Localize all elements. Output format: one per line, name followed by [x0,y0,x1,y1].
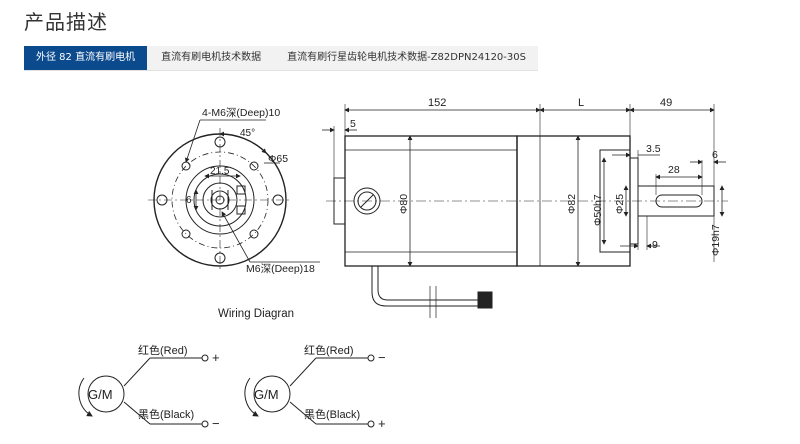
dim-5: 5 [350,118,356,130]
page-title: 产品描述 [24,10,108,34]
wiring-left-motor-label: G/M [88,387,113,402]
front-bottom-label: M6深(Deep)18 [246,263,315,275]
front-pcd-label: 21.5 [210,166,230,177]
wiring-left-top-wire: 红色(Red) [138,343,188,357]
dia-19h7: Φ19h7 [710,224,722,256]
tab-dc-motor-tech-data[interactable]: 直流有刷电机技术数据 [161,52,262,63]
wiring-title: Wiring Diagran [218,308,294,320]
wiring-left-top-sign: + [212,350,220,365]
dia-82: Φ82 [566,194,578,214]
front-outer-dia-label: Φ65 [268,153,288,165]
dim-9: 9 [652,239,658,251]
wiring-right-top-wire: 红色(Red) [304,343,354,357]
dia-50h7: Φ50h7 [592,194,604,226]
dim-L: L [578,97,584,109]
wiring-left-bottom-sign: − [212,416,220,431]
wiring-right-bottom-wire: 黑色(Black) [304,407,360,421]
tab-outer-82-motor[interactable]: 外径 82 直流有刷电机 [24,46,148,70]
dim-49: 49 [660,97,672,109]
wiring-left-bottom-wire: 黑色(Black) [138,407,194,421]
front-view [148,119,320,272]
side-view [322,104,728,318]
tab-planetary-gear-motor-tech-data[interactable]: 直流有刷行星齿轮电机技术数据-Z82DPN24120-30S [287,52,526,63]
dim-6: 6 [712,149,718,161]
wiring-diagram-right [244,354,375,428]
dim-152: 152 [428,97,446,109]
wiring-right-motor-label: G/M [254,387,279,402]
front-key-label: 6 [186,195,192,206]
front-holes-label: 4-M6深(Deep)10 [202,107,280,119]
dia-25: Φ25 [614,194,626,214]
dim-28: 28 [668,164,680,176]
dim-3-5: 3.5 [646,143,661,155]
wiring-right-top-sign: − [378,350,386,365]
dia-80: Φ80 [398,194,410,214]
wiring-right-bottom-sign: + [378,416,386,431]
wiring-diagram-left [78,354,209,428]
tab-bar: 外径 82 直流有刷电机 直流有刷电机技术数据 直流有刷行星齿轮电机技术数据-Z… [24,46,538,71]
front-angle-label: 45° [240,128,255,139]
